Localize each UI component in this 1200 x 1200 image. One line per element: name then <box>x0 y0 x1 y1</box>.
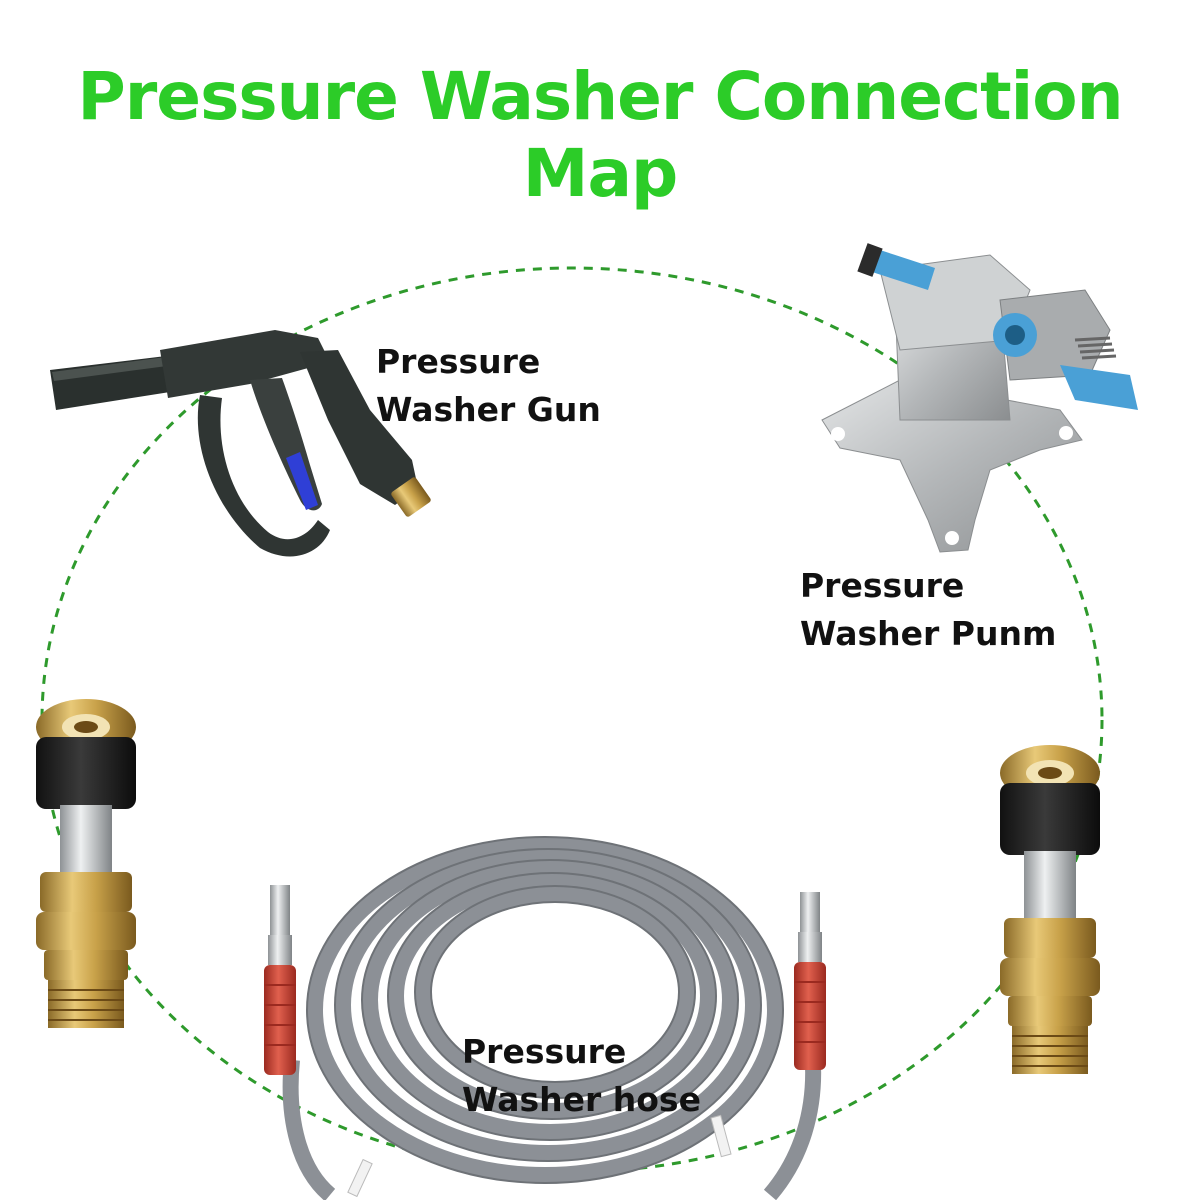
quick-connect-adapter-icon-left <box>36 699 136 1028</box>
pump-label: Pressure Washer Punm <box>800 562 1056 658</box>
pump-label-line1: Pressure <box>800 566 965 605</box>
gun-label-line2: Washer Gun <box>376 390 601 429</box>
hose-label: Pressure Washer hose <box>462 1028 701 1124</box>
pressure-washer-hose-icon <box>264 836 826 1200</box>
pressure-washer-gun-icon <box>50 330 431 557</box>
quick-connect-adapter-icon-right <box>1000 745 1100 1074</box>
gun-label: Pressure Washer Gun <box>376 338 601 434</box>
pump-label-line2: Washer Punm <box>800 614 1057 653</box>
gun-label-line1: Pressure <box>376 342 541 381</box>
hose-label-line2: Washer hose <box>462 1080 701 1119</box>
page-title: Pressure Washer Connection Map <box>77 58 1123 212</box>
hose-label-line1: Pressure <box>462 1032 627 1071</box>
pressure-washer-pump-icon <box>821 243 1138 553</box>
